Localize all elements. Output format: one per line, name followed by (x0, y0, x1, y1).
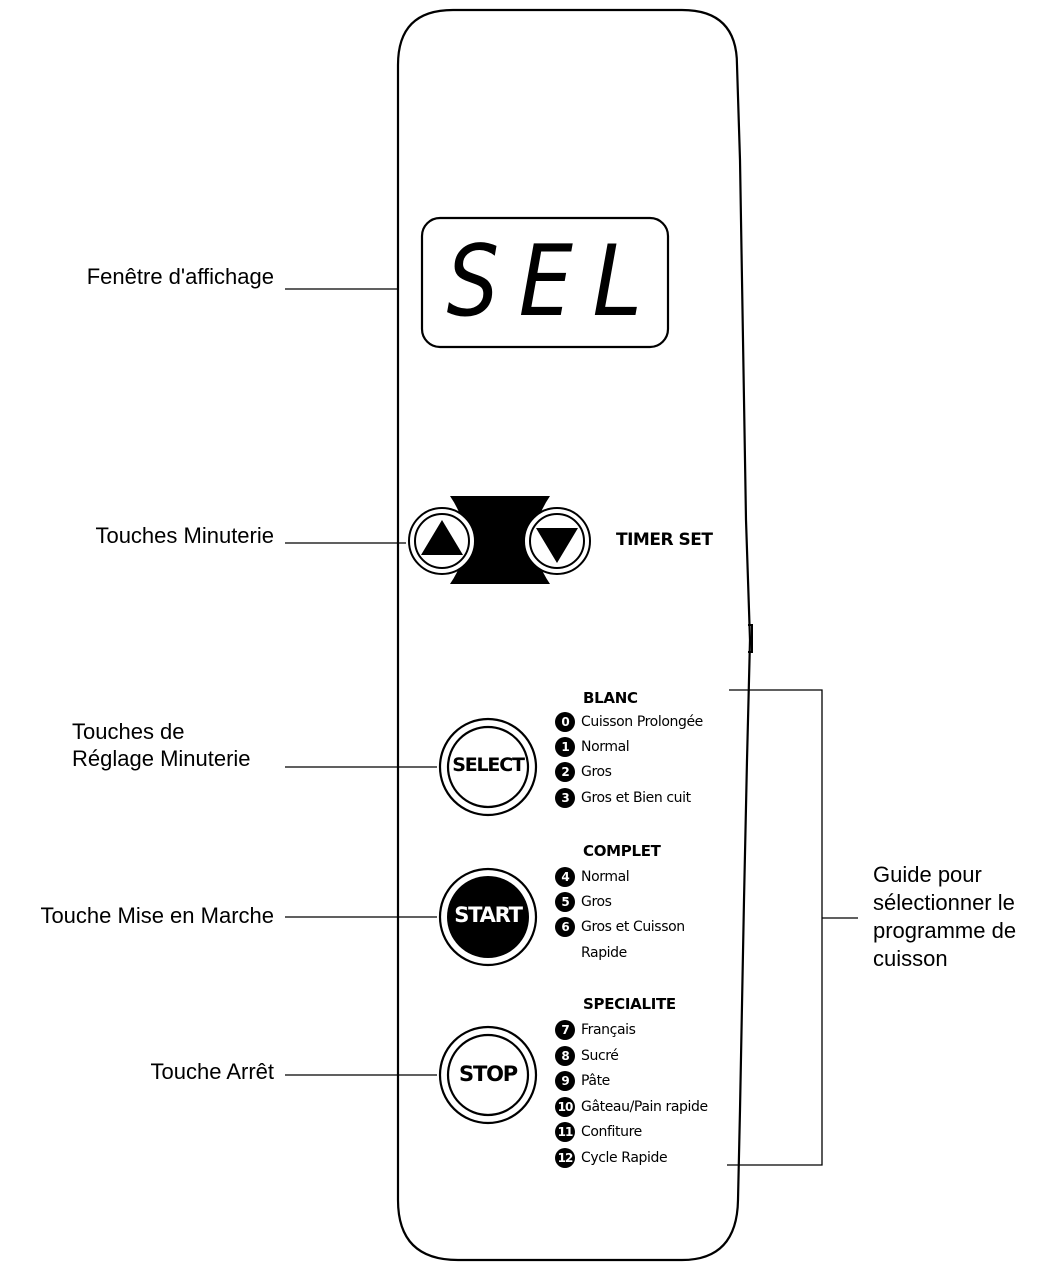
program-label: Confiture (581, 1124, 642, 1140)
program-group-title-specialite: SPECIALITE (583, 995, 676, 1013)
timer-keys-band (450, 496, 550, 584)
stop-button[interactable] (438, 1025, 538, 1125)
callout-display-window: Fenêtre d'affichage (86, 264, 274, 289)
callout-program-guide: Guide pour sélectionner le programme de … (873, 862, 1017, 971)
program-item: 0 Cuisson Prolongée (555, 711, 703, 733)
program-number-badge: 4 (555, 867, 575, 887)
program-number-badge: 9 (555, 1071, 575, 1091)
program-item: 1 Normal (555, 736, 630, 758)
program-label: Cuisson Prolongée (581, 714, 703, 730)
triangle-up-icon (421, 520, 463, 555)
start-button-label: START (454, 903, 523, 927)
program-group-title-complet: COMPLET (583, 842, 661, 860)
program-number-badge: 12 (555, 1148, 575, 1168)
program-item: 9 Pâte (555, 1070, 610, 1092)
program-label: Sucré (581, 1048, 619, 1064)
program-number-badge: 0 (555, 712, 575, 732)
program-label: Gros et Cuisson (581, 919, 685, 935)
program-item: 12 Cycle Rapide (555, 1147, 668, 1169)
program-label: Gros (581, 764, 612, 780)
program-label: Cycle Rapide (581, 1150, 668, 1166)
program-item: 11 Confiture (555, 1121, 642, 1143)
program-group-title-blanc: BLANC (583, 689, 638, 707)
program-item: 4 Normal (555, 866, 630, 888)
program-number-badge: 3 (555, 788, 575, 808)
panel-notch (748, 624, 753, 653)
program-number-badge: 8 (555, 1046, 575, 1066)
program-number-badge: 7 (555, 1020, 575, 1040)
program-item: 6 Gros et Cuisson (555, 916, 685, 938)
callout-timer-adjust-keys: Touches de Réglage Minuterie (72, 719, 251, 771)
program-number-badge: 1 (555, 737, 575, 757)
program-item: 10 Gâteau/Pain rapide (555, 1096, 708, 1118)
program-number-badge: 6 (555, 917, 575, 937)
program-number-badge: 5 (555, 892, 575, 912)
program-label: Français (581, 1022, 636, 1038)
program-label: Normal (581, 869, 630, 885)
stop-button-label: STOP (459, 1062, 518, 1086)
program-item: 8 Sucré (555, 1045, 619, 1067)
start-button[interactable] (438, 867, 538, 967)
program-number-badge: 10 (555, 1097, 575, 1117)
timer-down-button[interactable] (523, 507, 591, 575)
triangle-down-icon (536, 528, 578, 563)
callout-timer-keys: Touches Minuterie (95, 523, 274, 548)
select-button-label: SELECT (452, 754, 525, 776)
program-number-badge (555, 943, 575, 963)
callout-start-key: Touche Mise en Marche (40, 903, 274, 928)
program-number-badge: 11 (555, 1122, 575, 1142)
timer-up-button[interactable] (408, 507, 476, 575)
program-label: Gâteau/Pain rapide (581, 1099, 708, 1115)
program-label: Pâte (581, 1073, 610, 1089)
program-item: 3 Gros et Bien cuit (555, 787, 691, 809)
guide-bracket (727, 689, 858, 1166)
program-label: Normal (581, 739, 630, 755)
callout-stop-key: Touche Arrêt (150, 1059, 274, 1084)
program-item: Rapide (555, 942, 627, 964)
program-label: Rapide (581, 945, 627, 961)
display-window (420, 216, 670, 349)
panel-outline (396, 8, 752, 1262)
program-label: Gros et Bien cuit (581, 790, 691, 806)
program-item: 7 Français (555, 1019, 636, 1041)
program-item: 2 Gros (555, 761, 612, 783)
program-label: Gros (581, 894, 612, 910)
program-item: 5 Gros (555, 891, 612, 913)
select-button[interactable] (438, 717, 538, 817)
timer-set-label: TIMER SET (616, 530, 713, 550)
program-number-badge: 2 (555, 762, 575, 782)
display-readout: SEL (446, 225, 665, 339)
